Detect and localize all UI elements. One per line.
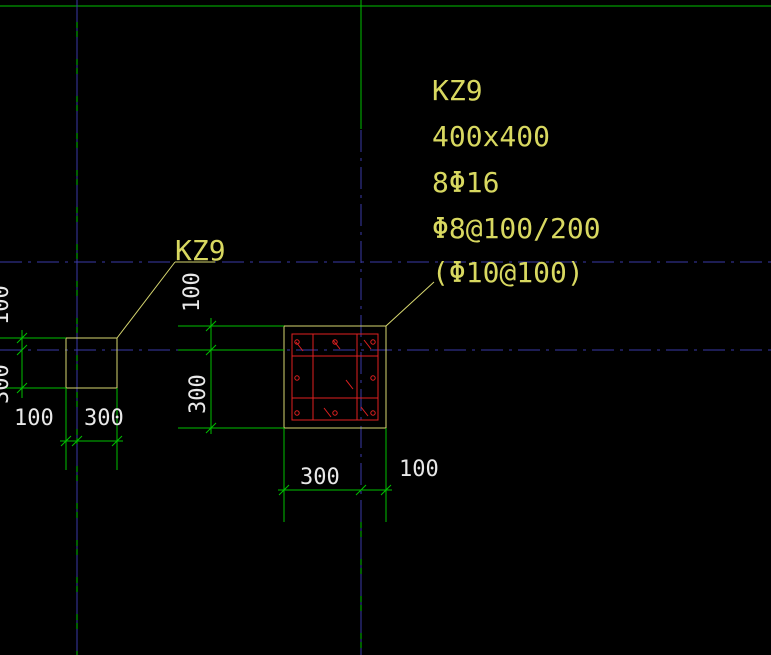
left-column-leader: [116, 261, 176, 339]
main-column-leader: [385, 281, 435, 327]
left-column-outline[interactable]: [65, 337, 118, 389]
main-column-rebar: [291, 333, 379, 421]
dim-main-horizontal: 300: [300, 465, 340, 490]
main-column-bars: [294, 339, 376, 416]
dim-left-edge-bottom: 300: [0, 364, 14, 404]
rebar-bar: [294, 410, 300, 416]
dim-main-top-offset: 100: [180, 272, 205, 312]
rebar-hook-6: [360, 406, 369, 417]
rebar-hook-5: [345, 379, 354, 390]
main-column-longitudinal-bars: 8Φ16: [432, 166, 499, 199]
rebar-hook-1: [295, 341, 304, 352]
main-column-size: 400x400: [432, 120, 550, 153]
rebar-bar: [332, 410, 338, 416]
main-column-label: KZ9: [432, 74, 483, 107]
dim-left-edge-top: 100: [0, 285, 14, 325]
dim-main-right-offset: 100: [399, 457, 439, 482]
rebar-hook-3: [363, 339, 372, 350]
rebar-bar: [370, 339, 376, 345]
rebar-bar: [370, 375, 376, 381]
main-column-stirrups: Φ8@100/200: [432, 212, 601, 245]
dim-main-vertical: 300: [186, 374, 211, 414]
left-column-label: KZ9: [175, 234, 226, 267]
rebar-hook-4: [323, 407, 332, 418]
rebar-hook-2: [332, 339, 341, 350]
rebar-bar: [332, 339, 338, 345]
rebar-bar: [370, 410, 376, 416]
rebar-bar: [294, 375, 300, 381]
main-column-dimensions: [178, 318, 392, 522]
main-column-stirrups-core: (Φ10@100): [432, 256, 584, 289]
dim-left-right: 300: [84, 406, 124, 431]
rebar-bar: [294, 339, 300, 345]
main-column-outline[interactable]: [283, 325, 387, 429]
left-column-dimensions: [0, 330, 123, 470]
dim-left-left: 100: [14, 406, 54, 431]
rebar-outer-stirrup: [291, 333, 379, 421]
